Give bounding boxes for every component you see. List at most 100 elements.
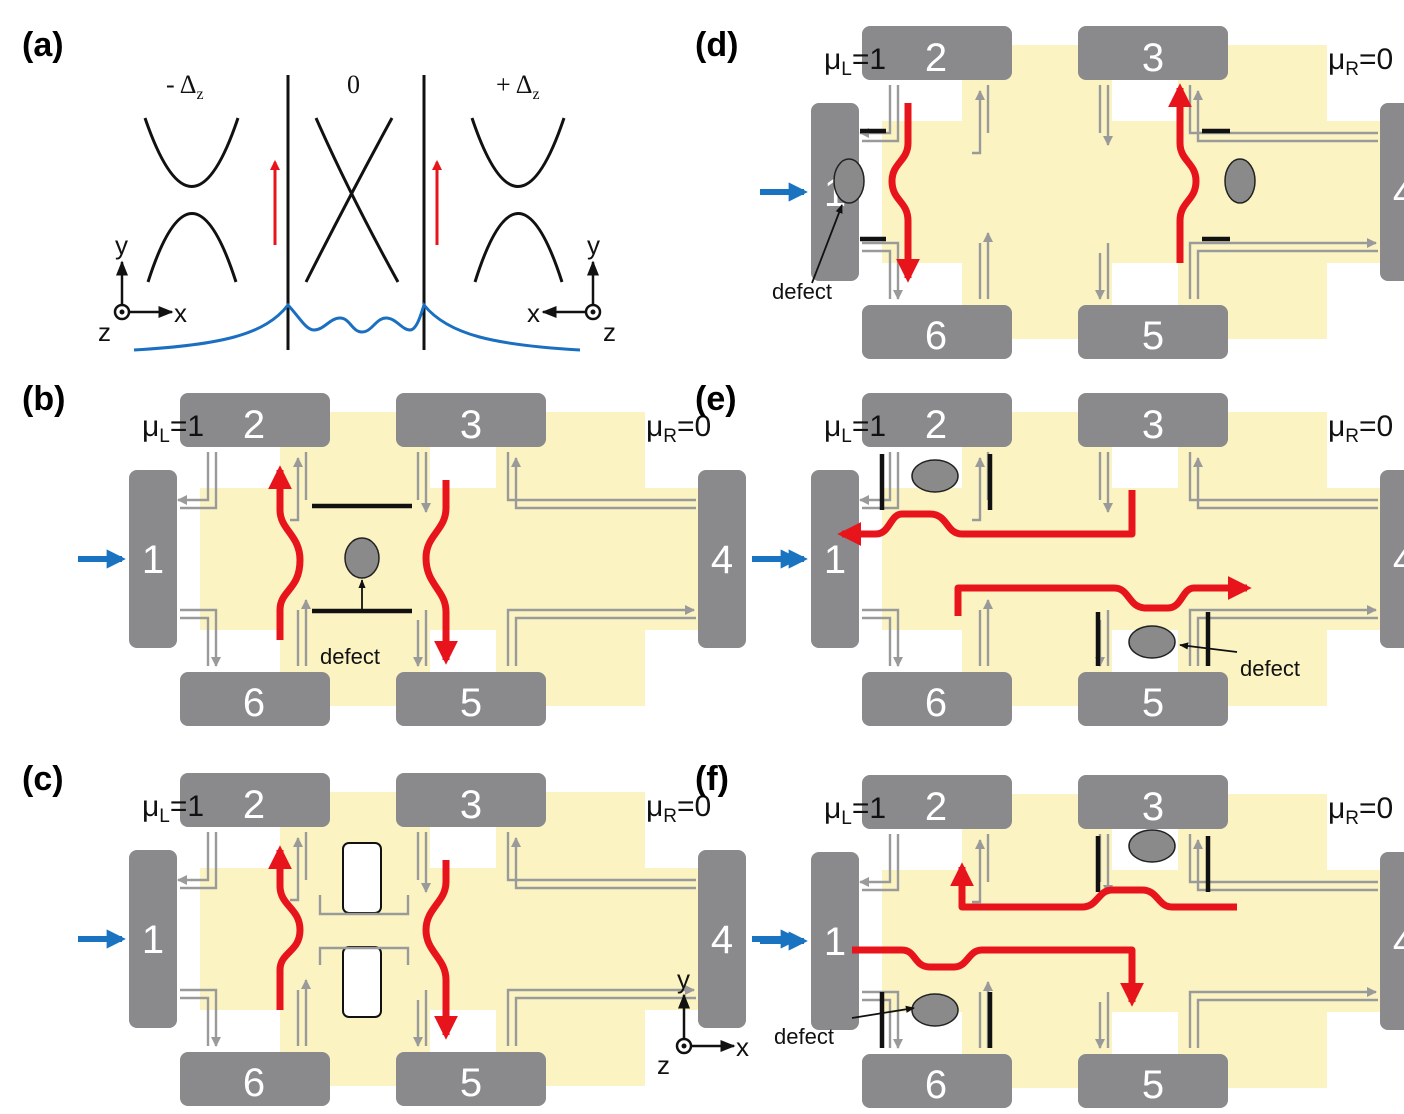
terminal-1-label: 1 <box>142 918 164 962</box>
edge-channel <box>1188 452 1378 502</box>
terminal-1-label: 1 <box>142 538 164 582</box>
terminal-2 <box>180 393 330 447</box>
axis-z-label: z <box>657 1050 670 1080</box>
panel-label-c: (c) <box>22 760 64 798</box>
edge-channel <box>862 452 900 510</box>
terminal-4 <box>1380 103 1404 281</box>
terminal-1-label: 1 <box>824 538 846 582</box>
axes-left: y x z <box>98 230 187 347</box>
edge-channel <box>514 996 696 1046</box>
mu-right-label: μR=0 <box>1328 792 1393 829</box>
mu-left-label: μL=1 <box>824 792 886 829</box>
edge-channel <box>1193 457 1378 510</box>
edge-channel <box>506 985 695 1046</box>
label-plus-delta: + Δz <box>496 70 540 103</box>
terminal-2 <box>180 773 330 827</box>
edge-channel <box>506 605 695 666</box>
terminal-6 <box>862 305 1012 359</box>
panel-label-e: (e) <box>695 380 737 418</box>
terminal-3-label: 3 <box>1142 403 1164 447</box>
defect <box>911 459 959 493</box>
axis-y-label: y <box>677 964 690 994</box>
terminal-5-label: 5 <box>1142 314 1164 358</box>
current-path <box>888 103 920 283</box>
terminal-1-label: 1 <box>824 920 846 964</box>
edge-channel <box>506 452 696 502</box>
band-crossing-1 <box>314 117 400 283</box>
edge-channel <box>1193 839 1378 892</box>
edge-channel <box>511 837 696 890</box>
terminal-4-label: 4 <box>1393 171 1404 215</box>
edge-channel <box>1196 998 1378 1048</box>
edge-channel <box>318 946 410 965</box>
terminal-2-label: 2 <box>925 785 947 829</box>
axes-right: y x z <box>527 230 616 347</box>
edge-channel <box>506 832 696 882</box>
terminal-6 <box>180 1052 330 1106</box>
terminal-5 <box>396 1052 546 1106</box>
terminal-4 <box>698 470 746 648</box>
terminal-5 <box>1078 1054 1228 1108</box>
contact-bottom <box>342 946 382 1018</box>
edge-channel <box>1193 90 1378 143</box>
wavefunction-curve <box>133 301 581 352</box>
contact-top <box>342 842 382 914</box>
edge-channel <box>180 988 221 1047</box>
svg-text:y: y <box>587 230 600 260</box>
terminal-4-label: 4 <box>1393 538 1404 582</box>
terminal-3-label: 3 <box>1142 36 1164 80</box>
mu-left-label: μL=1 <box>824 43 886 80</box>
band-conduction-left <box>143 117 240 188</box>
label-zero: 0 <box>347 70 360 99</box>
terminal-5-label: 5 <box>1142 681 1164 725</box>
edge-channel <box>1188 605 1377 666</box>
terminal-3 <box>1078 775 1228 829</box>
defect-pointer <box>851 1005 915 1019</box>
terminal-2 <box>862 775 1012 829</box>
mu-left-label: μL=1 <box>142 790 204 827</box>
band-valence-left <box>146 212 238 283</box>
mu-left-label: μL=1 <box>824 410 886 447</box>
terminal-1 <box>811 470 859 648</box>
current-path <box>268 465 304 640</box>
defect-label: defect <box>772 279 832 304</box>
edge-channel <box>1188 238 1377 299</box>
edge-channel <box>1188 834 1378 884</box>
terminal-4 <box>698 850 746 1028</box>
current-path <box>852 946 1144 1007</box>
edge-channel <box>862 998 892 1048</box>
terminal-2 <box>862 393 1012 447</box>
current-path <box>837 490 1136 546</box>
mu-left-label: μL=1 <box>142 410 204 447</box>
panel-label-b: (b) <box>22 380 65 418</box>
terminal-6-label: 6 <box>925 314 947 358</box>
edge-channel <box>1196 616 1378 666</box>
terminal-6 <box>862 672 1012 726</box>
terminal-1 <box>129 850 177 1028</box>
terminal-2-label: 2 <box>243 403 265 447</box>
current-path <box>950 862 1237 911</box>
edge-channel <box>318 895 410 916</box>
defect-label: defect <box>774 1024 834 1049</box>
terminal-5-label: 5 <box>460 681 482 725</box>
terminal-4-label: 4 <box>1393 920 1404 964</box>
label-minus-delta: - Δz <box>166 70 204 103</box>
current-path <box>954 576 1252 616</box>
band-conduction-right <box>470 117 566 188</box>
band-valence-right <box>473 212 564 283</box>
svg-text:y: y <box>115 230 128 260</box>
terminal-4 <box>1380 852 1404 1030</box>
terminal-3 <box>396 773 546 827</box>
panel-label-a: (a) <box>22 26 64 64</box>
terminal-6-label: 6 <box>243 1061 265 1105</box>
edge-channel <box>514 616 696 666</box>
edge-channel <box>972 90 985 155</box>
band-crossing-2 <box>304 117 394 283</box>
edge-channel <box>859 834 892 887</box>
svg-text:z: z <box>98 317 111 347</box>
